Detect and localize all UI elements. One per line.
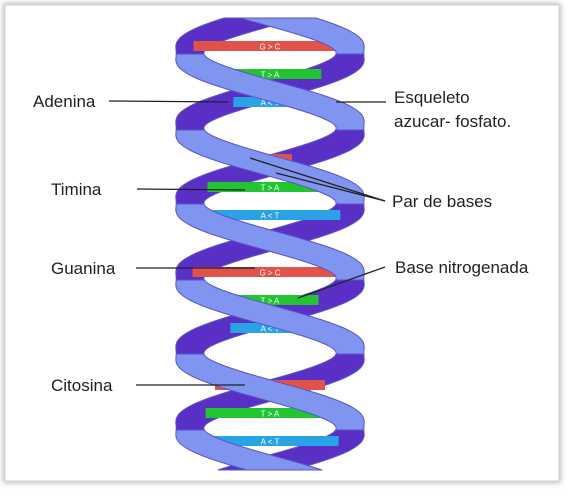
base-pair-label: T > A [261,184,280,193]
label-base-nitrogenada: Base nitrogenada [395,258,529,277]
base-pair-label: T > A [261,410,280,419]
label-par-de-bases: Par de bases [392,192,492,211]
label-esqueleto-line1: Esqueleto [394,88,470,107]
base-pair-label: A < T [261,212,280,221]
label-timina: Timina [51,180,102,199]
base-pair-label: A < T [261,438,280,447]
base-pair-label: G > C [259,269,280,278]
label-esqueleto-line2: azucar- fosfato. [394,112,511,131]
label-adenina: Adenina [33,92,96,111]
label-guanina: Guanina [51,259,116,278]
label-citosina: Citosina [51,376,113,395]
base-pair-label: G > C [259,43,280,52]
